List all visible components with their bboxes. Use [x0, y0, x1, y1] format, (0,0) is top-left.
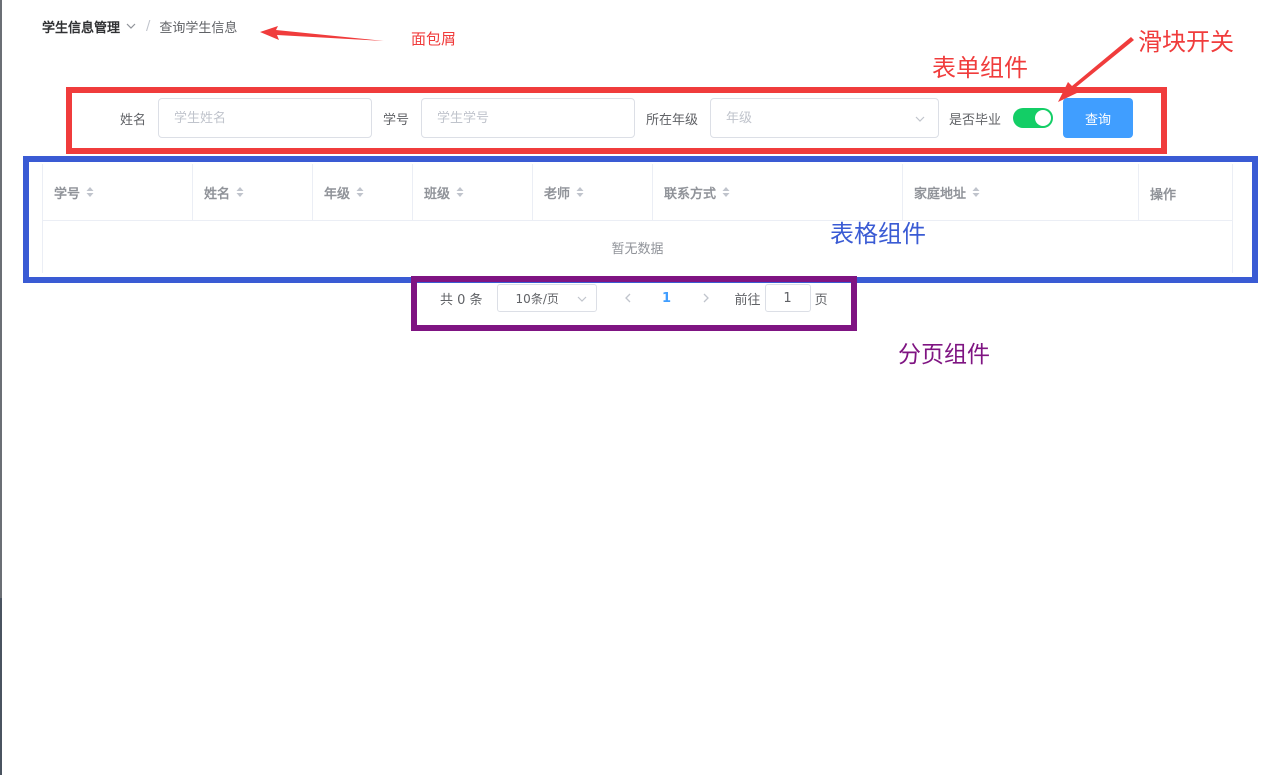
chevron-down-icon	[126, 23, 136, 29]
chevron-down-icon	[577, 296, 586, 302]
column-header-grade[interactable]: 年级	[313, 164, 413, 220]
window-left-border-bottom	[0, 598, 2, 775]
search-form: 姓名 学号 所在年级 是否毕业 查询	[70, 97, 1134, 139]
annotation-breadcrumb: 面包屑	[411, 30, 457, 48]
student-id-label: 学号	[383, 112, 410, 128]
sort-caret-icon[interactable]	[576, 186, 584, 198]
annotation-table: 表格组件	[830, 220, 926, 248]
grade-label: 所在年级	[646, 112, 699, 128]
graduated-switch[interactable]	[1013, 108, 1054, 128]
arrow-left-icon	[260, 26, 384, 41]
column-header-teacher[interactable]: 老师	[533, 164, 653, 220]
name-input-wrapper	[158, 98, 373, 138]
breadcrumb-item-label: 学生信息管理	[42, 20, 121, 36]
goto-suffix: 页	[814, 292, 828, 308]
breadcrumb-item-query-student[interactable]: 查询学生信息	[159, 20, 238, 36]
switch-knob	[1035, 110, 1052, 126]
chevron-left-icon	[624, 293, 631, 303]
breadcrumb-item-student-management[interactable]: 学生信息管理	[42, 17, 137, 36]
sort-caret-icon[interactable]	[86, 186, 94, 198]
chevron-down-icon	[915, 116, 925, 122]
name-input[interactable]	[174, 110, 357, 126]
column-label: 班级	[424, 186, 451, 202]
goto-page-input[interactable]: 1	[764, 284, 811, 312]
window-left-border	[0, 0, 2, 600]
grade-select[interactable]	[710, 98, 940, 138]
annotation-switch: 滑块开关	[1138, 28, 1234, 56]
table-highlight-box	[23, 156, 1258, 283]
page-size-value: 10条/页	[515, 291, 559, 306]
column-header-actions: 操作	[1139, 164, 1232, 220]
column-label: 家庭地址	[914, 186, 967, 202]
student-table: 学号 姓名 年级 班级 老师 联系方式 家庭地址 操作 暂	[42, 164, 1233, 273]
column-label: 姓名	[204, 186, 231, 202]
annotation-form: 表单组件	[932, 54, 1028, 82]
pagination-highlight-box	[411, 276, 857, 331]
page-number-1[interactable]: 1	[662, 290, 672, 306]
column-header-name[interactable]: 姓名	[193, 164, 313, 220]
breadcrumb: 学生信息管理 / 查询学生信息	[42, 16, 237, 36]
column-header-address[interactable]: 家庭地址	[903, 164, 1139, 220]
pagination: 共 0 条 10条/页 1 前往 1 页	[440, 284, 828, 312]
student-id-input-wrapper	[421, 98, 636, 138]
student-id-input[interactable]	[437, 110, 620, 126]
next-page-button[interactable]	[691, 284, 721, 312]
sort-caret-icon[interactable]	[972, 186, 980, 198]
pagination-total: 共 0 条	[440, 292, 483, 308]
chevron-right-icon	[703, 293, 709, 303]
column-label: 年级	[324, 186, 351, 202]
grade-select-input[interactable]	[726, 110, 924, 126]
sort-caret-icon[interactable]	[236, 186, 244, 198]
column-header-student-id[interactable]: 学号	[43, 164, 193, 220]
table-empty-state: 暂无数据	[611, 241, 664, 257]
column-label: 老师	[544, 186, 571, 202]
sort-caret-icon[interactable]	[356, 186, 364, 198]
breadcrumb-separator: /	[146, 18, 151, 34]
annotation-pagination: 分页组件	[898, 342, 990, 368]
column-header-class[interactable]: 班级	[413, 164, 533, 220]
column-label: 操作	[1150, 187, 1177, 203]
graduated-label: 是否毕业	[949, 112, 1002, 128]
prev-page-button[interactable]	[613, 284, 643, 312]
column-label: 联系方式	[664, 186, 717, 202]
column-label: 学号	[54, 186, 81, 202]
table-header: 学号 姓名 年级 班级 老师 联系方式 家庭地址 操作	[43, 164, 1232, 221]
pagination-jumper: 前往 1 页	[735, 284, 828, 312]
column-header-contact[interactable]: 联系方式	[653, 164, 903, 220]
page-size-select[interactable]: 10条/页	[496, 284, 597, 312]
name-label: 姓名	[120, 112, 147, 128]
query-button[interactable]: 查询	[1063, 98, 1134, 138]
goto-label: 前往	[734, 292, 761, 308]
sort-caret-icon[interactable]	[722, 186, 730, 198]
sort-caret-icon[interactable]	[456, 186, 464, 198]
form-highlight-box	[66, 87, 1167, 154]
